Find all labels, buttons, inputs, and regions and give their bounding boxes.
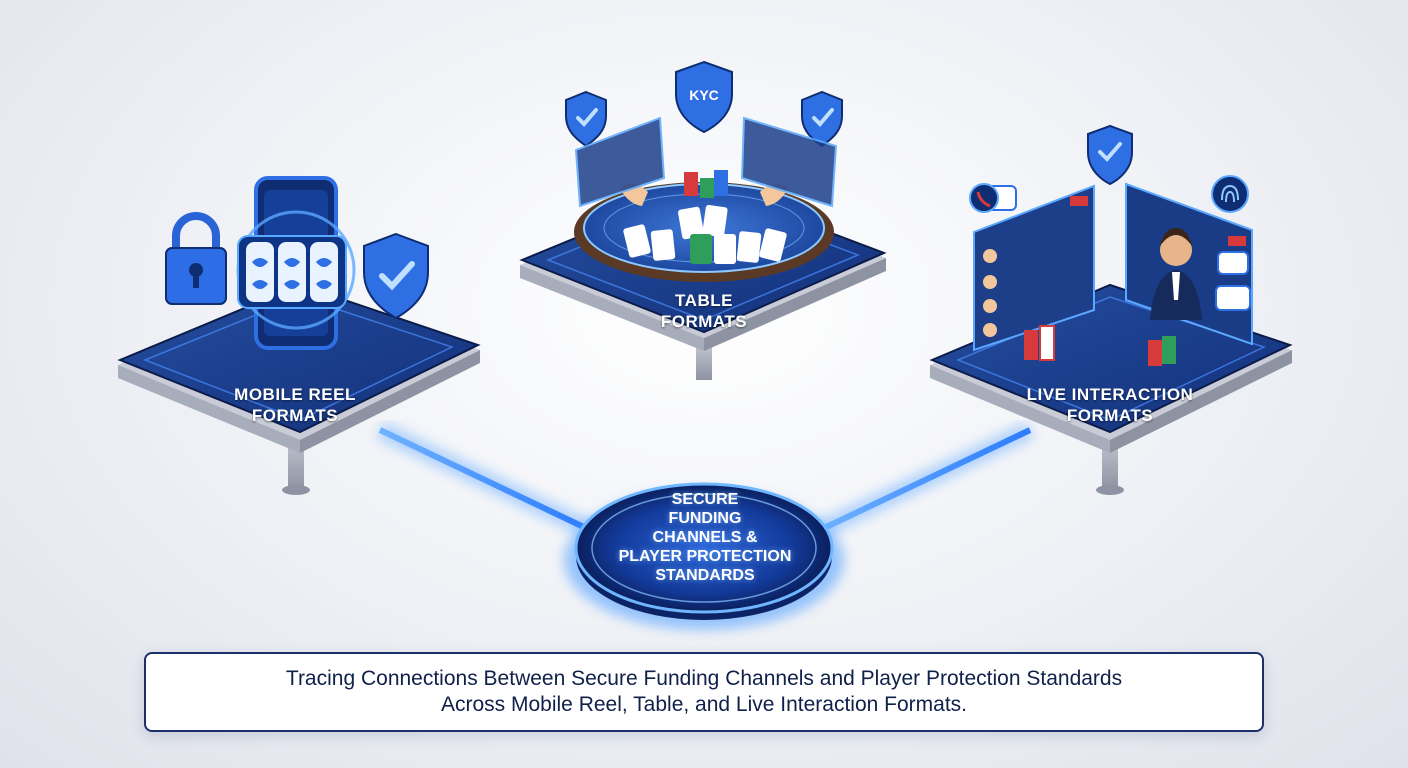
mobile-reel-label-line2: FORMATS [205,405,385,426]
hub-label-line1: SECURE [580,490,830,509]
hub-label-line5: STANDARDS [580,566,830,585]
shield-check-icon [566,92,606,146]
table-label: TABLE FORMATS [614,290,794,332]
shield-check-icon [1088,126,1132,184]
kyc-badge-text: KYC [689,87,719,103]
table-label-line1: TABLE [614,290,794,311]
hub-label-line4: PLAYER PROTECTION [580,547,830,566]
live-interaction-label-line1: LIVE INTERACTION [1005,384,1215,405]
hub-label: SECURE FUNDING CHANNELS & PLAYER PROTECT… [580,490,830,585]
fingerprint-icon [1212,176,1248,212]
kyc-shield-icon: KYC [676,62,732,132]
phone-icon [970,184,998,212]
live-interaction-label: LIVE INTERACTION FORMATS [1005,384,1215,426]
caption-line-2: Across Mobile Reel, Table, and Live Inte… [441,692,967,718]
poker-chips-icon [684,170,728,198]
lock-icon [166,216,226,304]
hub-label-line3: CHANNELS & [580,528,830,547]
caption-box: Tracing Connections Between Secure Fundi… [144,652,1264,732]
mobile-reel-label-line1: MOBILE REEL [205,384,385,405]
caption-line-1: Tracing Connections Between Secure Fundi… [286,666,1122,692]
connector-mobile-to-hub [380,430,590,530]
mobile-reel-label: MOBILE REEL FORMATS [205,384,385,426]
table-label-line2: FORMATS [614,311,794,332]
shield-check-icon [364,234,428,318]
hub-label-line2: FUNDING [580,509,830,528]
live-interaction-label-line2: FORMATS [1005,405,1215,426]
connector-live-to-hub [820,430,1030,530]
slot-reel-icon [238,236,346,308]
